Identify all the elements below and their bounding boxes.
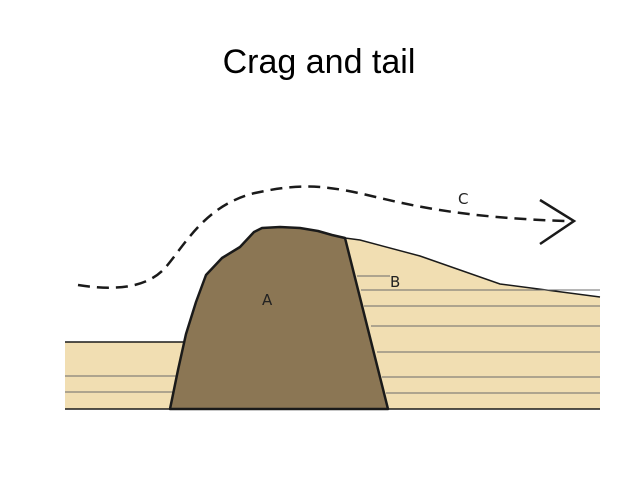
ice-flow-arrowhead bbox=[539, 198, 577, 246]
label-c: C bbox=[458, 190, 468, 208]
tail-top-edge bbox=[344, 237, 601, 298]
slide-title: Crag and tail bbox=[222, 43, 416, 81]
ice-flow-path bbox=[77, 185, 566, 289]
label-b: B bbox=[390, 273, 400, 291]
label-a: A bbox=[262, 291, 273, 309]
crag-rock bbox=[168, 225, 390, 411]
tail-deposit bbox=[345, 238, 600, 409]
